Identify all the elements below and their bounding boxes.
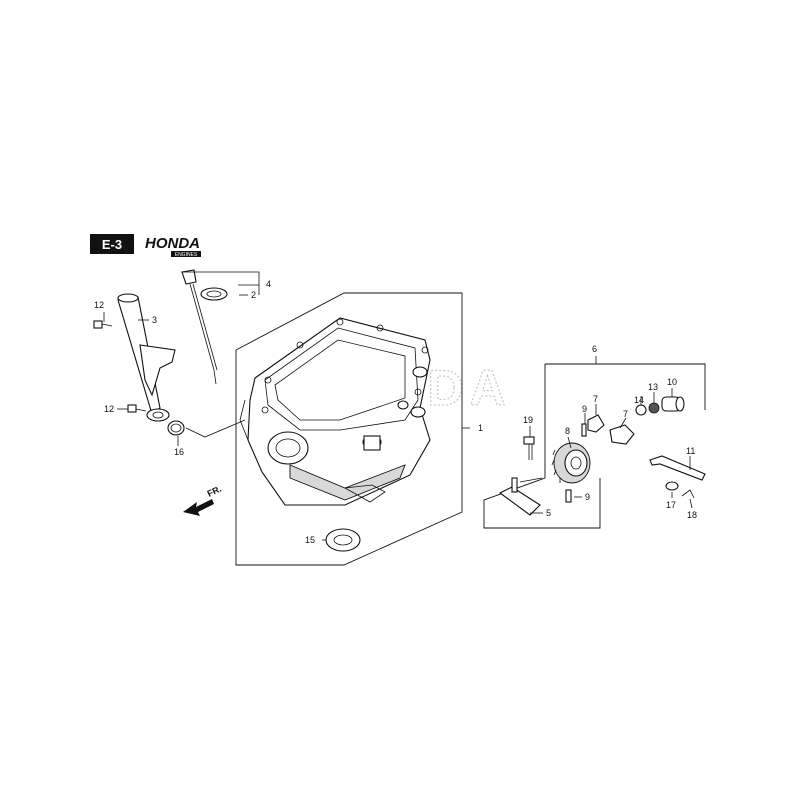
callout-11: 11	[686, 446, 695, 456]
section-code-badge	[90, 234, 134, 254]
callout-2: 2	[251, 290, 256, 300]
callout-5: 5	[546, 508, 551, 518]
dipstick	[181, 269, 218, 385]
engines-bar	[171, 251, 201, 257]
callout-12-upper: 12	[94, 300, 104, 310]
callout-16: 16	[174, 447, 184, 457]
pin-9a	[581, 423, 587, 437]
crankcase-group-frame	[235, 292, 463, 566]
washer-17	[665, 481, 679, 491]
o-ring-16	[167, 420, 185, 436]
bolt-19	[523, 436, 535, 460]
engines-label: ENGINES	[175, 252, 198, 258]
callout-14: 14	[634, 395, 644, 405]
governor-weight-7b	[609, 424, 635, 445]
callout-13: 13	[648, 382, 658, 392]
governor-group-frame-bottom	[483, 364, 601, 529]
governor-arm	[498, 477, 543, 516]
oil-seal-15	[325, 528, 361, 552]
callout-9a: 9	[582, 404, 587, 414]
callout-15: 15	[305, 535, 315, 545]
oil-filler-tube	[117, 293, 176, 422]
callout-1: 1	[478, 423, 483, 433]
pin-18	[681, 489, 695, 499]
governor-gear	[551, 442, 591, 484]
callout-7a: 7	[593, 394, 598, 404]
callout-3: 3	[152, 315, 157, 325]
callout-10: 10	[667, 377, 677, 387]
callout-4: 4	[266, 279, 271, 289]
governor-group-frame-top	[545, 363, 706, 410]
leader-lines	[103, 294, 693, 541]
callout-6: 6	[592, 344, 597, 354]
crankcase-cover	[239, 317, 431, 506]
washer-14	[635, 404, 647, 416]
front-label: FR.	[206, 484, 223, 499]
callout-12-lower: 12	[104, 404, 114, 414]
dipstick-o-ring-2	[200, 287, 228, 301]
bolt-12-upper	[93, 320, 113, 329]
section-header: E-3 HONDA ENGINES	[90, 234, 201, 258]
section-code: E-3	[102, 237, 122, 252]
dipstick-bracket	[182, 271, 260, 286]
callout-9b: 9	[585, 492, 590, 502]
callout-7b: 7	[623, 409, 628, 419]
callout-8: 8	[565, 426, 570, 436]
governor-shaft	[649, 455, 706, 481]
callout-17: 17	[666, 500, 676, 510]
callout-labels: 1 2 3 4 5 6 7 7 8 9 9 10 11 12 12 13 14 …	[94, 279, 697, 545]
callout-18: 18	[687, 510, 697, 520]
governor-weight-7a	[587, 414, 605, 433]
honda-logo: HONDA	[145, 235, 200, 252]
callout-19: 19	[523, 415, 533, 425]
governor-slider-10	[661, 396, 685, 412]
pin-9b	[565, 489, 572, 503]
bolt-12-lower	[127, 404, 147, 413]
clip-13	[648, 402, 660, 414]
front-direction-arrow	[183, 499, 214, 516]
